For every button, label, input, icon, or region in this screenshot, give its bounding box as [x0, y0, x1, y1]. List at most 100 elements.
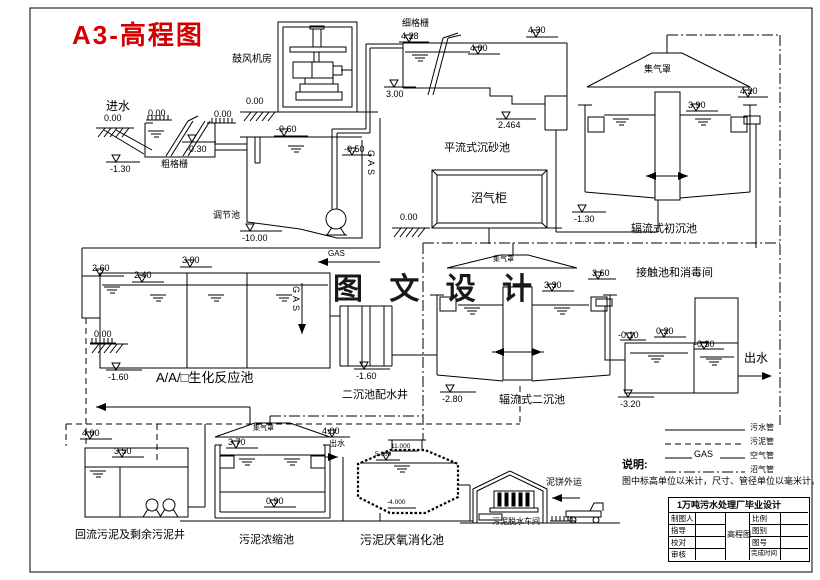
label-effluent: 出水 [744, 351, 769, 365]
elevation-value: 3.70 [228, 437, 246, 447]
legend-gas-label: GAS [694, 449, 714, 459]
legend-line-samples [665, 429, 745, 473]
label-distribution-well: 二沉池配水井 [342, 389, 408, 401]
dewatering-building-shape [460, 470, 620, 524]
title-block-scale: 比例 [752, 514, 767, 523]
bio-reactor-shape [81, 272, 331, 369]
elevation-value: -0.50 [344, 144, 365, 154]
elevation-value: 4.20 [740, 86, 758, 96]
biogas-dashdot-pipes [270, 34, 781, 441]
sludge-dashed-pipes [65, 318, 521, 464]
label-gas-hood-thickener: 集气罩 [253, 425, 274, 432]
title-block-project: 1万吨污水处理厂毕业设计 [677, 500, 782, 510]
label-gas-pipe-horizontal: GAS [328, 249, 345, 258]
watermark-text: 图 文 设 计 [333, 273, 542, 306]
elevation-value: 0.00 [104, 113, 122, 123]
elevation-value: 0.00 [246, 96, 264, 106]
label-bio-reactor: A/A/□生化反应池 [156, 370, 254, 385]
elevation-value: 0.00 [94, 329, 112, 339]
title-block-number: 图号 [752, 538, 767, 547]
elevation-value: 4.00 [470, 43, 488, 53]
elevation-value: -1.30 [110, 164, 131, 174]
label-gas-pipe-vertical-1: GAS [366, 150, 376, 179]
label-secondary-clarifier: 辐流式二沉池 [499, 394, 565, 406]
elevation-value: -4.000 [387, 499, 406, 506]
symbol-stamps [80, 29, 772, 522]
elevation-value: -0.10 [618, 330, 639, 340]
biogas-holder-shape [431, 169, 562, 244]
elevation-value: 4.28 [401, 31, 419, 41]
legend-item-biogas-pipe: 沼气管 [750, 465, 774, 474]
elevation-value: 0.90 [266, 496, 284, 506]
elevation-value: -2.80 [442, 394, 463, 404]
label-influent: 进水 [106, 99, 131, 113]
distribution-well-shape [330, 305, 437, 367]
elevation-value: 0.00 [148, 108, 166, 118]
title-block-category: 图别 [752, 526, 767, 535]
elevation-value: 4.00 [82, 428, 100, 438]
elevation-value: 0.00 [214, 109, 232, 119]
contact-tank-shape [624, 297, 770, 394]
elevation-value: -1.30 [574, 214, 595, 224]
label-thickener: 污泥浓缩池 [239, 534, 294, 546]
secondary-clarifier-shape [430, 243, 625, 382]
title-block-finish-time: 完成时间 [751, 550, 777, 557]
regulating-tank-shape [240, 43, 403, 239]
label-blower-room: 鼓风机房 [232, 54, 272, 65]
elevation-value: 4.30 [528, 25, 546, 35]
label-contact-tank: 接触池和消毒间 [636, 267, 713, 279]
label-gas-pipe-vertical-2: GAS [291, 286, 301, 315]
primary-clarifier-shape [578, 35, 761, 248]
elevation-value: 0.20 [656, 326, 674, 336]
legend-item-sewage-pipe: 污水管 [750, 423, 774, 432]
label-coarse-screen: 粗格栅 [161, 159, 189, 169]
elevation-value: -10.00 [242, 233, 268, 243]
elevation-value: -0.30 [694, 339, 715, 349]
elevation-value: 11.000 [391, 443, 411, 450]
grit-chamber-shape [402, 32, 659, 233]
elevation-value: -1.60 [356, 371, 377, 381]
elevation-value: 3.00 [386, 89, 404, 99]
label-biogas-holder: 沼气柜 [471, 191, 508, 205]
elevation-value: 3.30 [544, 280, 562, 290]
label-dewatering: 污泥脱水车间 [492, 517, 540, 526]
title-block-drafter: 制图人 [671, 514, 694, 523]
truck-shape [565, 502, 604, 524]
label-cake-out: 泥饼外运 [546, 477, 583, 487]
label-primary-clarifier: 辐流式初沉池 [631, 223, 697, 235]
legend-heading: 说明: [622, 459, 648, 471]
elevation-value: 3.00 [182, 255, 200, 265]
elevation-value: 3.60 [592, 268, 610, 278]
label-gas-hood-primary: 集气罩 [644, 64, 672, 74]
title-block-proofread: 校对 [671, 538, 686, 547]
legend-item-sludge-pipe: 污泥管 [750, 437, 774, 446]
elevation-value: 2.464 [498, 120, 521, 130]
elevation-value: -0.30 [186, 144, 207, 154]
label-grit-chamber: 平流式沉砂池 [444, 142, 510, 154]
sheet-border [29, 7, 813, 573]
label-thickener-effluent: 出水 [329, 439, 345, 448]
label-digester: 污泥厌氧消化池 [360, 533, 445, 547]
sheet-title: A3-高程图 [72, 20, 204, 50]
elevation-value: -0.60 [276, 124, 297, 134]
elevation-value: 3.90 [688, 100, 706, 110]
label-fine-screen: 细格栅 [402, 18, 430, 28]
legend-note: 图中标高单位以米计，尺寸、管径单位以毫米计。 [622, 476, 820, 486]
sludge-well-shape [84, 406, 251, 518]
elevation-value: 2.40 [134, 270, 152, 280]
elevation-value: 4.00 [322, 426, 340, 436]
elevation-value: -3.20 [620, 399, 641, 409]
elevation-value: 0.00 [400, 212, 418, 222]
title-block-review: 审核 [671, 550, 686, 559]
elevation-value: 5.000 [375, 451, 392, 458]
title-block-drawing-name: 高程图 [727, 530, 751, 539]
influent-channel-shape [103, 129, 153, 155]
label-gas-hood-secondary: 集气罩 [493, 256, 514, 263]
label-regulating-tank: 调节池 [213, 210, 241, 220]
title-block: 1万吨污水处理厂毕业设计 制图人 指导 校对 审核 高程图 比例 图别 图号 完… [668, 497, 810, 562]
elevation-value: 2.60 [92, 263, 110, 273]
elevation-value: -1.60 [108, 372, 129, 382]
title-block-advisor: 指导 [671, 526, 686, 535]
